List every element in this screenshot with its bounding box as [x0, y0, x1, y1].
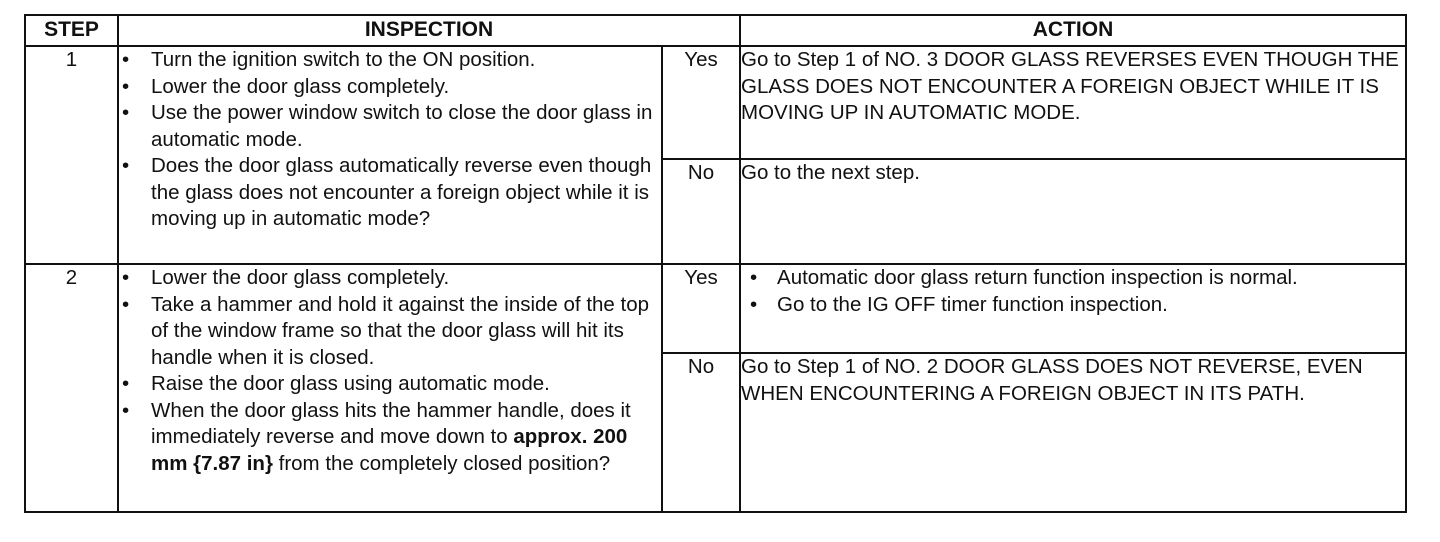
- text-run: When the door glass hits the hammer hand…: [151, 398, 631, 449]
- step-1-yes-row: 1 Turn the ignition switch to the ON pos…: [24, 45, 1408, 265]
- step-2-yes-row: 2 Lower the door glass completely. Take …: [24, 263, 1408, 513]
- header-step: STEP: [24, 14, 119, 47]
- yes-action: Automatic door glass return function ins…: [739, 263, 1408, 354]
- step-2-no-row: No Go to Step 1 of NO. 2 DOOR GLASS DOES…: [25, 352, 1408, 513]
- list-item: Raise the door glass using automatic mod…: [119, 371, 661, 398]
- yes-label: Yes: [660, 45, 742, 160]
- yes-action: Go to Step 1 of NO. 3 DOOR GLASS REVERSE…: [739, 45, 1408, 160]
- action-list: Automatic door glass return function ins…: [741, 265, 1405, 318]
- list-item: Take a hammer and hold it against the in…: [119, 292, 661, 372]
- emphasized-measurement: approx. 200 mm {7.87 in}: [151, 425, 628, 475]
- diagnostic-table: STEP INSPECTION ACTION 1 Turn the igniti…: [24, 14, 1408, 513]
- list-item: Turn the ignition switch to the ON posit…: [119, 47, 661, 74]
- no-label: No: [660, 158, 742, 265]
- header-action: ACTION: [739, 14, 1408, 47]
- no-action: Go to the next step.: [739, 158, 1408, 265]
- list-item: Lower the door glass completely.: [119, 265, 661, 292]
- step-number: 2: [24, 263, 119, 513]
- header-inspection: INSPECTION: [116, 14, 742, 47]
- no-label: No: [660, 352, 742, 513]
- list-item: When the door glass hits the hammer hand…: [119, 398, 661, 478]
- step-2-inspection: Lower the door glass completely. Take a …: [117, 263, 663, 513]
- step-number: 1: [24, 45, 119, 265]
- step-1-inspection: Turn the ignition switch to the ON posit…: [117, 45, 663, 265]
- inspection-list: Lower the door glass completely. Take a …: [119, 265, 661, 477]
- list-item: Does the door glass automatically revers…: [119, 153, 661, 233]
- step-1-no-row: No Go to the next step.: [25, 158, 1408, 265]
- yes-label: Yes: [660, 263, 742, 354]
- no-action: Go to Step 1 of NO. 2 DOOR GLASS DOES NO…: [739, 352, 1408, 513]
- list-item: Use the power window switch to close the…: [119, 100, 661, 153]
- text-run: from the completely closed position?: [272, 451, 611, 475]
- list-item: Lower the door glass completely.: [119, 74, 661, 101]
- list-item: Go to the IG OFF timer function inspecti…: [741, 292, 1405, 319]
- header-row: STEP INSPECTION ACTION: [24, 14, 1408, 47]
- inspection-list: Turn the ignition switch to the ON posit…: [119, 47, 661, 233]
- list-item: Automatic door glass return function ins…: [741, 265, 1405, 292]
